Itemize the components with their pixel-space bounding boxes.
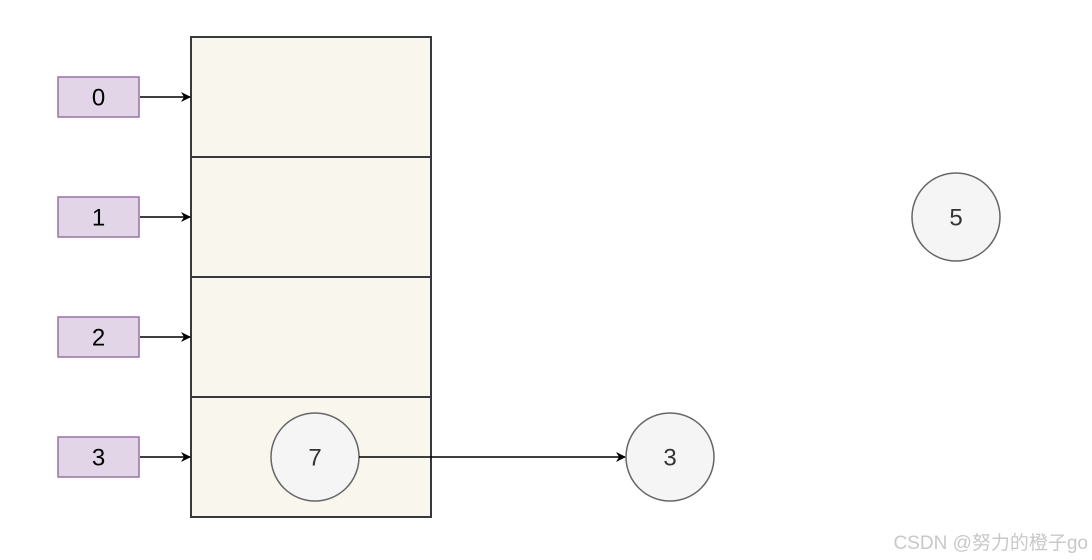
bucket-2 [190, 276, 432, 398]
index-3: 3 [57, 436, 191, 478]
node-label: 3 [663, 445, 676, 472]
node-7: 7 [270, 412, 360, 502]
bucket-1 [190, 156, 432, 278]
node-3: 3 [625, 412, 715, 502]
node-5: 5 [911, 172, 1001, 262]
index-0: 0 [57, 76, 191, 118]
index-label: 1 [92, 205, 105, 232]
node-label: 7 [308, 445, 321, 472]
index-label: 0 [92, 85, 105, 112]
index-1: 1 [57, 196, 191, 238]
index-label: 2 [92, 325, 105, 352]
bucket-0 [190, 36, 432, 158]
watermark: CSDN @努力的橙子go [893, 533, 1088, 554]
node-label: 5 [949, 205, 962, 232]
hash-table [190, 36, 432, 518]
index-label: 3 [92, 445, 105, 472]
index-2: 2 [57, 316, 191, 358]
